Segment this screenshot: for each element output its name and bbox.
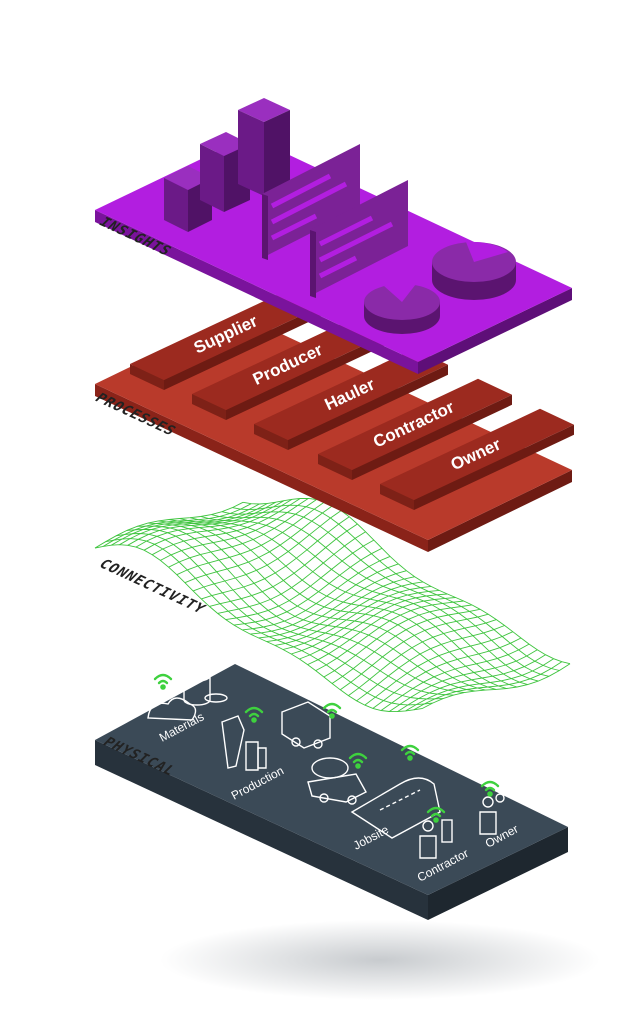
mesh-line xyxy=(211,514,539,682)
mesh-line xyxy=(282,585,432,650)
jobsite-road-icon xyxy=(350,777,441,839)
mesh-line xyxy=(119,503,268,546)
mesh-line xyxy=(250,563,399,635)
owner-person-icon xyxy=(479,793,505,835)
physical-top xyxy=(95,664,568,895)
mesh-line xyxy=(160,498,309,561)
connectivity-mesh xyxy=(94,497,571,713)
materials-icon xyxy=(147,670,228,721)
mesh-line xyxy=(331,608,481,684)
mesh-line xyxy=(135,500,285,548)
connectivity-layer: CONNECTIVITY xyxy=(94,497,571,713)
mesh-line xyxy=(348,619,497,696)
mesh-line xyxy=(143,498,293,551)
processes-side-right xyxy=(428,470,572,552)
production-icon xyxy=(221,715,267,771)
wifi-icon xyxy=(244,706,264,723)
mesh-line xyxy=(291,589,440,655)
mesh-line xyxy=(372,637,522,709)
mesh-line xyxy=(299,593,448,660)
mesh-line xyxy=(217,531,366,614)
mesh-line xyxy=(94,501,244,549)
process-tile: Owner xyxy=(380,408,574,510)
wifi-icon xyxy=(348,752,368,769)
ground-shadow xyxy=(160,920,600,1000)
wifi-icons xyxy=(153,673,500,823)
mesh-line xyxy=(356,625,505,702)
mesh-line xyxy=(225,539,375,621)
mesh-line xyxy=(340,613,489,691)
processes-side-front xyxy=(95,384,428,552)
physical-side-right xyxy=(428,827,568,920)
wifi-icon xyxy=(480,780,500,797)
insights-layer: INSIGHTS xyxy=(95,98,572,374)
mesh-line xyxy=(201,516,350,600)
bar-block xyxy=(238,98,290,196)
connectivity-label: CONNECTIVITY xyxy=(95,557,209,616)
mesh-line xyxy=(274,581,423,646)
mesh-line xyxy=(151,498,301,556)
mesh-line xyxy=(266,576,415,643)
bar-chart-blocks xyxy=(164,98,290,232)
bar-panels xyxy=(262,144,408,298)
wifi-icon xyxy=(322,702,342,719)
truck-icon xyxy=(281,701,331,749)
physical-side-front xyxy=(95,740,428,920)
bar-panel xyxy=(262,144,360,260)
mesh-line xyxy=(307,597,456,666)
contractor-person-icon xyxy=(419,819,453,859)
mesh-line xyxy=(168,499,317,568)
mesh-line xyxy=(397,654,546,712)
process-tile: Producer xyxy=(192,318,386,420)
bar-panel xyxy=(310,180,408,298)
mesh-line xyxy=(405,658,554,712)
wifi-icon xyxy=(153,673,173,690)
pie-disc-large xyxy=(432,241,516,300)
mesh-line xyxy=(389,649,538,712)
mesh-line xyxy=(111,503,260,546)
mesh-line xyxy=(315,600,464,671)
mesh-line xyxy=(242,555,391,631)
mesh-line xyxy=(209,523,358,607)
mesh-line xyxy=(176,501,326,576)
wifi-icon xyxy=(426,806,446,823)
pie-disc-small xyxy=(364,283,440,334)
mixer-truck-icon xyxy=(307,757,367,805)
insights-side-front xyxy=(95,210,418,374)
mesh-line xyxy=(102,503,252,547)
mesh-line xyxy=(258,570,407,639)
wifi-icon xyxy=(400,744,420,761)
process-tile: Hauler xyxy=(254,348,448,450)
mesh-line xyxy=(413,661,563,711)
bar-block xyxy=(200,132,250,212)
mesh-line xyxy=(192,510,342,592)
mesh-line xyxy=(127,501,276,546)
mesh-line xyxy=(126,528,454,696)
mesh-line xyxy=(323,604,472,678)
mesh-line xyxy=(184,505,334,584)
mesh-line xyxy=(233,547,383,626)
mesh-line xyxy=(221,511,550,677)
mesh-line xyxy=(380,643,530,711)
physical-layer: PHYSICAL xyxy=(95,664,568,920)
mesh-line xyxy=(364,631,513,706)
mesh-line xyxy=(421,663,571,709)
insights-side-right xyxy=(418,288,572,374)
